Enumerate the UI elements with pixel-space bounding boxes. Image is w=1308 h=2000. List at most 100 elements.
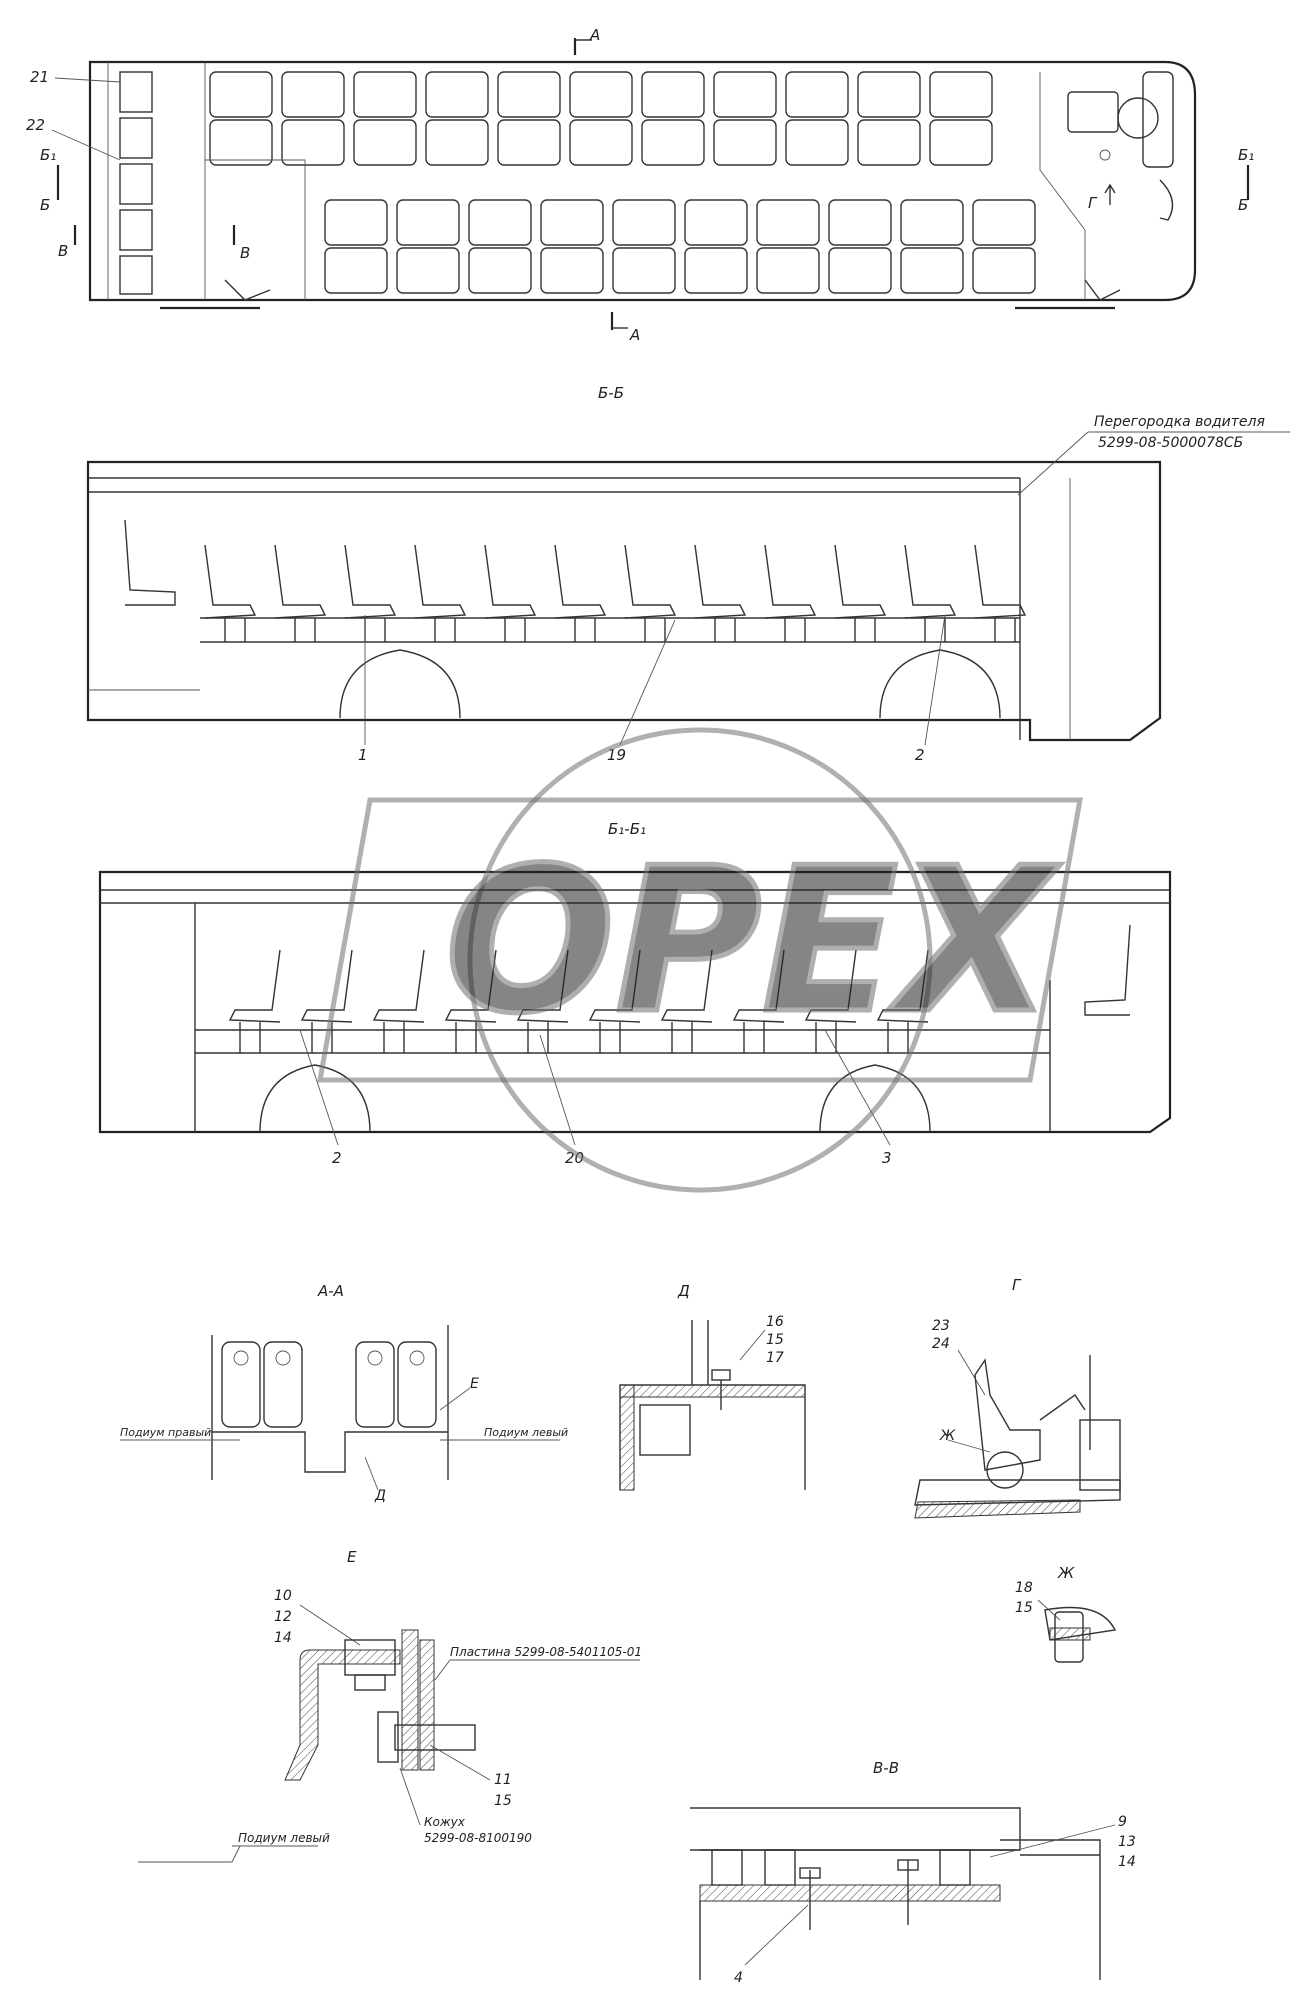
svg-text:Б: Б: [1238, 196, 1248, 214]
lower-seat-pairs: [324, 199, 1036, 294]
svg-text:14: 14: [1118, 1854, 1136, 1870]
svg-text:17: 17: [766, 1350, 784, 1366]
svg-text:11: 11: [494, 1772, 512, 1788]
driver-area: [1067, 71, 1174, 221]
seat-pair: [396, 199, 460, 294]
passenger-seat: [372, 949, 425, 1053]
svg-text:14: 14: [274, 1630, 292, 1646]
svg-text:2: 2: [332, 1149, 342, 1167]
seat-pair: [425, 71, 489, 166]
passenger-seat: [300, 949, 353, 1053]
seat-pair: [828, 199, 892, 294]
seat-pair: [324, 199, 388, 294]
seat-pair: [353, 71, 417, 166]
svg-text:15: 15: [494, 1793, 512, 1809]
plate-label: Пластина 5299-08-5401105-01: [450, 1645, 642, 1659]
aa-callout-d: Д: [374, 1488, 386, 1504]
aa-callout-e: Е: [470, 1376, 479, 1392]
section-b1b1: Б₁-Б₁ 2 20 3: [98, 820, 1172, 1167]
view-g: Г 23 24 Ж: [914, 1276, 1121, 1519]
section-b1b1-seats: [228, 949, 929, 1053]
view-g-marker: Г: [1088, 183, 1116, 212]
section-bb-title: Б-Б: [598, 384, 624, 402]
svg-text:15: 15: [1015, 1600, 1033, 1616]
svg-text:21: 21: [30, 68, 49, 86]
detail-e-title: Е: [347, 1548, 357, 1566]
seat-pair: [713, 71, 777, 166]
detail-e: Е 10 12 14 Пластина 5299-08-5401105-01 1…: [138, 1548, 642, 1863]
section-a-marker: А А: [573, 26, 640, 344]
rear-seat-row: [119, 71, 153, 295]
section-b1b1-title: Б₁-Б₁: [608, 820, 646, 838]
seat-pair: [684, 199, 748, 294]
passenger-seat: [904, 544, 957, 642]
section-bb-callouts: 1 19 2: [358, 614, 946, 764]
passenger-seat: [274, 544, 327, 642]
svg-text:12: 12: [274, 1609, 292, 1625]
svg-text:9: 9: [1118, 1814, 1127, 1830]
seat-pair: [540, 199, 604, 294]
cover-code: 5299-08-8100190: [424, 1831, 532, 1845]
passenger-seat: [204, 544, 257, 642]
seat-pair: [612, 199, 676, 294]
svg-text:19: 19: [607, 746, 626, 764]
partition-callout: Перегородка водителя 5299-08-5000078СБ: [1017, 414, 1290, 496]
detail-d: Д 16 15 17: [619, 1282, 806, 1491]
seat-pair: [857, 71, 921, 166]
cover-label: Кожух: [424, 1815, 466, 1829]
seat-pair: [785, 71, 849, 166]
svg-text:В: В: [240, 244, 250, 262]
svg-text:23: 23: [932, 1318, 950, 1334]
gear-logo-watermark: OPEX: [317, 727, 1083, 1193]
section-b-markers: Б₁ Б Б₁ Б: [40, 146, 1254, 214]
driver-seat-b1: [1084, 924, 1131, 1016]
seat-pair: [756, 199, 820, 294]
svg-text:Б: Б: [40, 196, 50, 214]
seat-pair: [641, 71, 705, 166]
svg-text:22: 22: [26, 116, 45, 134]
svg-text:24: 24: [932, 1336, 950, 1352]
section-vv: В-В 9 13 14 4: [690, 1759, 1136, 1986]
svg-text:2: 2: [915, 746, 925, 764]
seat-pair: [972, 199, 1036, 294]
aa-podium-right-label: Подиум правый: [120, 1426, 211, 1439]
aa-podium-left-label: Подиум левый: [484, 1426, 568, 1439]
svg-text:Б₁: Б₁: [1238, 146, 1254, 164]
passenger-seat: [834, 544, 887, 642]
view-g-title: Г: [1012, 1276, 1022, 1294]
passenger-seat: [414, 544, 467, 642]
seat-pair: [569, 71, 633, 166]
detail-zh: Ж 18 15: [1015, 1564, 1117, 1663]
svg-text:А: А: [629, 326, 640, 344]
plan-view: А А Б₁ Б Б₁ Б В В Г 21 22: [26, 26, 1254, 344]
seat-pair: [900, 199, 964, 294]
passenger-seat: [444, 949, 497, 1053]
section-aa-title: А-А: [317, 1282, 344, 1300]
passenger-seat: [732, 949, 785, 1053]
section-aa: А-А Подиум правый Подиум левый Е Д: [120, 1282, 568, 1504]
svg-text:А: А: [589, 26, 600, 44]
svg-text:18: 18: [1015, 1580, 1033, 1596]
seat-pair: [281, 71, 345, 166]
seat-pair: [929, 71, 993, 166]
section-v-markers: В В: [58, 225, 250, 262]
svg-text:4: 4: [734, 1970, 743, 1986]
seat-pair: [209, 71, 273, 166]
svg-text:10: 10: [274, 1588, 292, 1604]
passenger-seat: [764, 544, 817, 642]
view-g-callout-zh: Ж: [939, 1428, 956, 1444]
seat-pair: [468, 199, 532, 294]
aa-seats-right: [221, 1341, 303, 1428]
svg-text:Г: Г: [1088, 194, 1098, 212]
passenger-seat: [588, 949, 641, 1053]
svg-text:16: 16: [766, 1314, 784, 1330]
callout-21: 21: [30, 68, 121, 86]
passenger-seat: [228, 949, 281, 1053]
watermark-text: OPEX: [445, 825, 1061, 1058]
passenger-seat: [624, 544, 677, 642]
svg-text:Перегородка водителя: Перегородка водителя: [1094, 414, 1265, 430]
svg-text:13: 13: [1118, 1834, 1136, 1850]
svg-text:5299-08-5000078СБ: 5299-08-5000078СБ: [1098, 435, 1243, 451]
detail-zh-title: Ж: [1057, 1564, 1075, 1582]
